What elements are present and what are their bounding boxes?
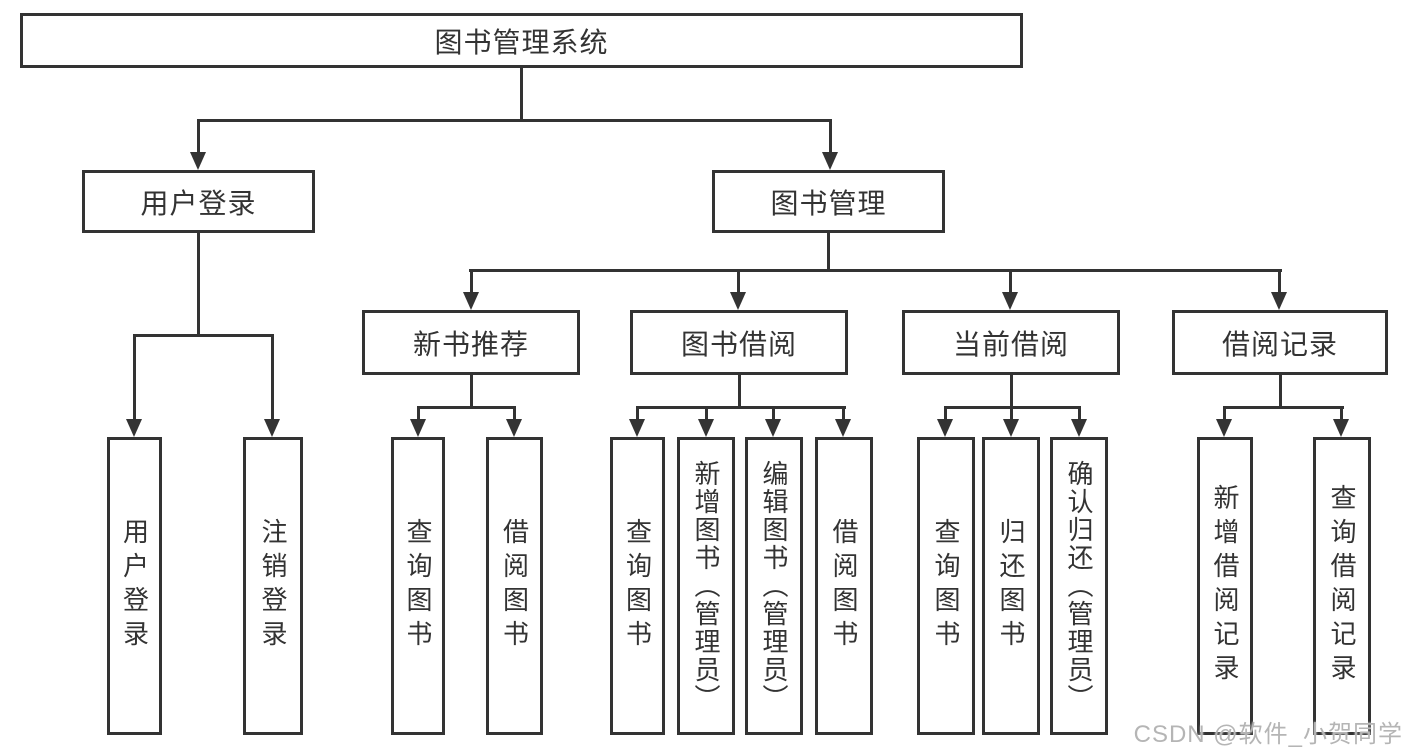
node-new-book-rec-label: 新书推荐: [412, 328, 529, 360]
leaf-logout-label: 注销登录: [258, 518, 288, 654]
connector-line: [737, 269, 740, 293]
arrow-down-icon: [264, 419, 280, 437]
node-root: 图书管理系统: [20, 13, 1023, 68]
node-borrow-records-label: 借阅记录: [1221, 328, 1338, 360]
connector-line: [197, 233, 200, 336]
leaf-edit-books: 编辑图书（管理员）: [745, 437, 803, 735]
arrow-down-icon: [937, 419, 953, 437]
connector-line: [1340, 406, 1343, 420]
arrow-down-icon: [506, 419, 522, 437]
leaf-return-books-label: 归还图书: [996, 518, 1026, 654]
leaf-query-books-rec-label: 查询图书: [403, 518, 433, 654]
connector-line: [738, 375, 741, 408]
connector-line: [1010, 406, 1013, 420]
arrow-down-icon: [410, 419, 426, 437]
leaf-edit-books-label: 编辑图书（管理员）: [759, 460, 789, 712]
arrow-down-icon: [1271, 292, 1287, 310]
node-book-mgmt: 图书管理: [712, 170, 945, 233]
node-new-book-rec: 新书推荐: [362, 310, 580, 375]
leaf-query-books-borrow-label: 查询图书: [622, 518, 653, 654]
leaf-query-borrow-record-label: 查询借阅记录: [1327, 484, 1357, 688]
arrow-down-icon: [1216, 419, 1232, 437]
connector-line: [470, 375, 473, 408]
node-book-mgmt-label: 图书管理: [770, 187, 887, 219]
arrow-down-icon: [1333, 419, 1349, 437]
connector-line: [705, 406, 708, 420]
connector-line: [197, 119, 200, 153]
connector-line: [827, 233, 830, 272]
leaf-borrow-books-rec: 借阅图书: [486, 437, 543, 735]
leaf-query-books-current-label: 查询图书: [931, 518, 961, 654]
node-user-login-label: 用户登录: [140, 187, 257, 219]
leaf-confirm-return-label: 确认归还（管理员）: [1064, 460, 1094, 712]
arrow-down-icon: [1071, 419, 1087, 437]
connector-line: [469, 269, 1282, 272]
leaf-borrow-books-borrow-label: 借阅图书: [829, 518, 859, 654]
leaf-user-login: 用户登录: [107, 437, 162, 735]
leaf-logout: 注销登录: [243, 437, 303, 735]
connector-line: [944, 406, 947, 420]
connector-line: [1078, 406, 1081, 420]
connector-line: [133, 334, 274, 337]
leaf-return-books: 归还图书: [982, 437, 1040, 735]
connector-line: [1009, 269, 1012, 293]
connector-line: [842, 406, 845, 420]
connector-line: [417, 406, 516, 409]
arrow-down-icon: [629, 419, 645, 437]
connector-line: [772, 406, 775, 420]
arrow-down-icon: [835, 419, 851, 437]
leaf-add-books-label: 新增图书（管理员）: [691, 460, 721, 712]
arrow-down-icon: [765, 419, 781, 437]
leaf-add-borrow-record: 新增借阅记录: [1197, 437, 1253, 735]
arrow-down-icon: [698, 419, 714, 437]
leaf-add-books: 新增图书（管理员）: [677, 437, 735, 735]
node-current-borrow: 当前借阅: [902, 310, 1120, 375]
arrow-down-icon: [126, 419, 142, 437]
leaf-add-borrow-record-label: 新增借阅记录: [1210, 484, 1240, 688]
watermark: CSDN @软件_小贺同学: [1133, 721, 1403, 747]
connector-line: [520, 68, 523, 121]
arrow-down-icon: [822, 152, 838, 170]
arrow-down-icon: [730, 292, 746, 310]
connector-line: [1278, 269, 1281, 293]
arrow-down-icon: [190, 152, 206, 170]
leaf-query-books-borrow: 查询图书: [610, 437, 665, 735]
leaf-query-borrow-record: 查询借阅记录: [1313, 437, 1371, 735]
connector-line: [1279, 375, 1282, 408]
leaf-confirm-return: 确认归还（管理员）: [1050, 437, 1108, 735]
connector-line: [829, 119, 832, 153]
node-book-borrow-label: 图书借阅: [680, 328, 797, 360]
arrow-down-icon: [1003, 419, 1019, 437]
leaf-query-books-current: 查询图书: [917, 437, 975, 735]
node-user-login: 用户登录: [82, 170, 315, 233]
node-current-borrow-label: 当前借阅: [952, 328, 1069, 360]
node-book-borrow: 图书借阅: [630, 310, 848, 375]
node-root-label: 图书管理系统: [434, 26, 609, 58]
connector-line: [133, 334, 136, 419]
connector-line: [1223, 406, 1226, 420]
leaf-user-login-label: 用户登录: [119, 518, 150, 654]
connector-line: [636, 406, 846, 409]
arrow-down-icon: [463, 292, 479, 310]
connector-line: [417, 406, 420, 420]
connector-line: [1010, 375, 1013, 408]
leaf-query-books-rec: 查询图书: [391, 437, 445, 735]
node-borrow-records: 借阅记录: [1172, 310, 1388, 375]
connector-line: [636, 406, 639, 420]
connector-line: [197, 119, 832, 122]
arrow-down-icon: [1002, 292, 1018, 310]
leaf-borrow-books-rec-label: 借阅图书: [499, 518, 530, 654]
connector-line: [513, 406, 516, 420]
connector-line: [1223, 406, 1344, 409]
leaf-borrow-books-borrow: 借阅图书: [815, 437, 873, 735]
connector-line: [470, 269, 473, 293]
connector-line: [271, 334, 274, 419]
